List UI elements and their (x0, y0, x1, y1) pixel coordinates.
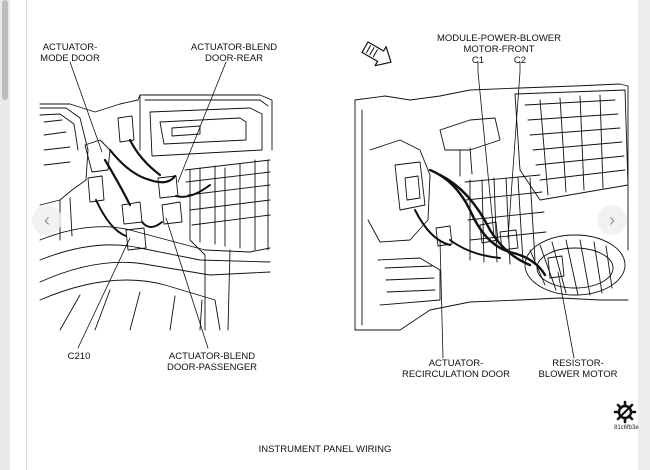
label-line: ACTUATOR-BLEND (190, 42, 278, 53)
label-line: ACTUATOR- (428, 358, 484, 369)
label-resistor-blower-motor: RESISTOR- BLOWER MOTOR (534, 358, 622, 380)
label-line: DOOR-REAR (204, 53, 264, 64)
label-line: MODULE-POWER-BLOWER (436, 33, 562, 44)
label-actuator-recirculation-door: ACTUATOR- RECIRCULATION DOOR (396, 358, 516, 380)
left-leader-lines (69, 61, 227, 349)
arrow-icon (361, 41, 392, 67)
label-c1: C1 (471, 55, 485, 66)
chevron-right-icon: › (609, 209, 615, 230)
label-c210: C210 (67, 351, 91, 362)
label-line: ACTUATOR- (42, 42, 98, 53)
next-image-button[interactable]: › (597, 205, 627, 235)
label-line: ACTUATOR-BLEND (168, 351, 256, 362)
label-c2: C2 (513, 55, 527, 66)
page-edge-right (638, 0, 650, 470)
label-line: MOTOR-FRONT (463, 44, 535, 55)
scrollbar-thumb[interactable] (2, 0, 8, 100)
left-hvac-illustration (39, 94, 273, 331)
label-line: BLOWER MOTOR (538, 369, 618, 380)
previous-image-button[interactable]: ‹ (32, 205, 62, 235)
right-hvac-illustration (354, 83, 629, 331)
label-line: DOOR-PASSENGER (166, 362, 258, 373)
right-leader-lines (439, 61, 575, 359)
chevron-left-icon: ‹ (44, 209, 50, 230)
label-line: RESISTOR- (552, 358, 604, 369)
gear-logo-icon (613, 400, 637, 424)
scrollbar-track[interactable] (0, 0, 10, 470)
label-actuator-blend-door-passenger: ACTUATOR-BLEND DOOR-PASSENGER (160, 351, 264, 373)
label-line: RECIRCULATION DOOR (401, 369, 511, 380)
label-module-power-blower: MODULE-POWER-BLOWER MOTOR-FRONT (430, 33, 568, 55)
page-border (26, 0, 27, 470)
label-actuator-blend-door-rear: ACTUATOR-BLEND DOOR-REAR (186, 42, 282, 64)
figure-caption: INSTRUMENT PANEL WIRING (258, 444, 392, 455)
label-actuator-mode-door: ACTUATOR- MODE DOOR (38, 42, 102, 64)
label-line: MODE DOOR (40, 53, 100, 64)
figure-id: 81c6fb3e (614, 425, 639, 431)
